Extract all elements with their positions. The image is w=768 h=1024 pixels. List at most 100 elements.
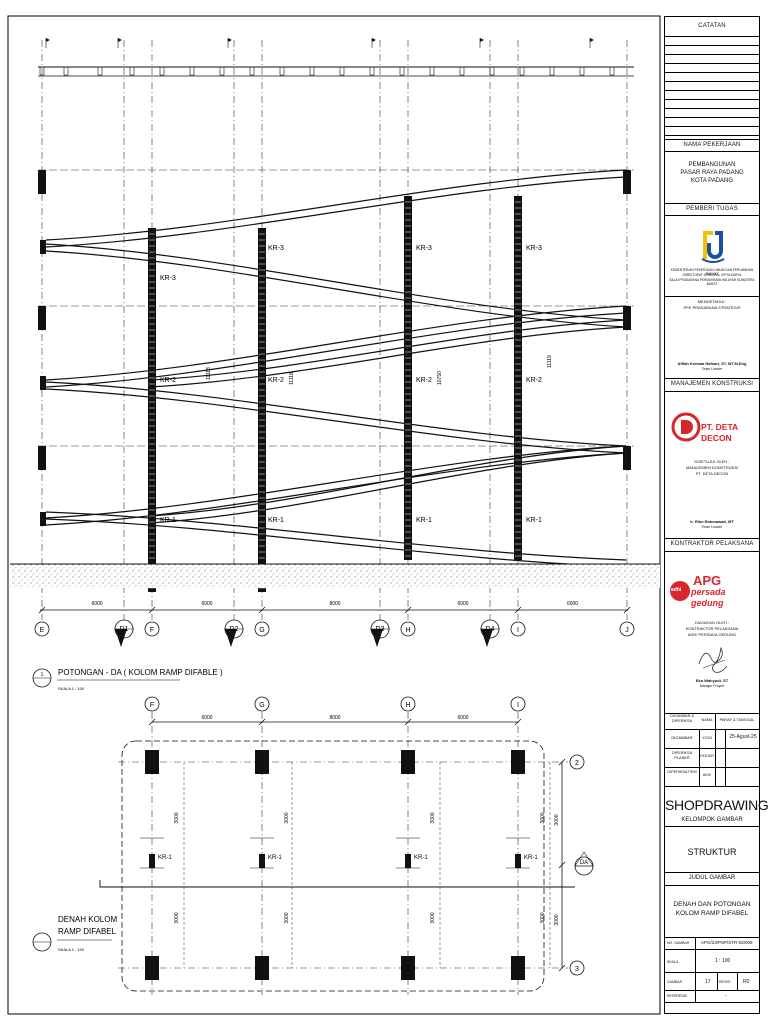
mk-title: Team Leader [701, 525, 723, 529]
section-marker-number: 1 [41, 672, 44, 678]
plan-grid-bubble-label: G [259, 702, 264, 709]
shopdrawing-title: SHOPDRAWING [665, 797, 768, 813]
roof-stub [97, 66, 103, 76]
tbl-r1-c3: 25-Agust-25 [729, 734, 757, 740]
tbl-r2-c2: FATHUR [700, 754, 714, 758]
diajukan-1: DIAJUKAN OLEH : [694, 620, 729, 625]
plan-grid-bubble-label: I [517, 702, 519, 709]
tbl-r1-c2: YOGI [701, 735, 712, 740]
plan-grid-bubble-label: H [405, 702, 410, 709]
project-line-1: PEMBANGUNAN [688, 162, 736, 168]
plan-row-bubble-label: 2 [575, 760, 579, 767]
plan-grid-bubble-label: F [150, 702, 154, 709]
plan-title-line2: RAMP DIFABEL [58, 927, 117, 936]
roof-stub [399, 66, 405, 76]
tbl-r2-c1: DIPERIKSA PLANER [671, 751, 693, 760]
plan-inner-dim-text: 3000 [174, 912, 180, 923]
project-line-3: KOTA PADANG [690, 178, 734, 184]
plan-column [255, 750, 269, 774]
roof-stubs [39, 66, 615, 76]
disetujui-1: DISETUJUI OLEH : [694, 459, 730, 464]
grid-bubble-arrow [481, 629, 493, 647]
grid-flag [480, 38, 484, 42]
section-column [404, 196, 412, 560]
grid-bubble-label: F [150, 627, 154, 634]
edge-column [623, 170, 631, 194]
plan-inner-dim-text: 3000 [430, 812, 436, 823]
ramp-edge-top [45, 381, 627, 447]
plan-inner-dim-text: 3000 [540, 812, 546, 823]
grid-bubble [34, 621, 50, 637]
ramp-label: KR-1 [416, 517, 432, 524]
dim-tick [38, 606, 46, 614]
ramp-edge-top [149, 319, 627, 381]
plan-kr-column [405, 854, 411, 868]
plan-inner-dim-text: 3000 [540, 912, 546, 923]
grid-bubble-label: H [405, 627, 410, 634]
dim-tick [148, 606, 156, 614]
ramp-label: KR-3 [268, 245, 284, 252]
edge-column [38, 306, 46, 330]
grid-flag [372, 38, 376, 42]
grid-bubble-label: D3 [376, 626, 385, 633]
sheet-border [7, 15, 661, 1015]
ramp-label: KR-1 [526, 517, 542, 524]
ramp-edge-bottom [45, 518, 627, 568]
plan-inner-dim-text: 3000 [284, 812, 290, 823]
apg-adhi-text: adhi [671, 587, 682, 593]
pu-logo [701, 231, 725, 263]
signature-kontraktor [698, 646, 728, 673]
deta-logo-mark [671, 412, 701, 442]
ramp-label: KR-2 [526, 377, 542, 384]
ramp-label: KR-2 [268, 377, 284, 384]
roof-stub [129, 66, 135, 76]
plan-vert-dim-text: 3000 [554, 814, 560, 825]
nama-pekerjaan-label: NAMA PEKERJAAN [683, 142, 741, 148]
kp-name: Eko Wahyudi, ST [695, 678, 729, 683]
plan-kr-label: KR-1 [414, 855, 428, 861]
ramp-edge-top [45, 305, 627, 381]
kementerian-line-1: KEMENTERIAN PEKERJAAN UMUM DAN PERUMAHAN… [670, 268, 754, 276]
diajukan-2: KONTRAKTOR PELAKSANA [685, 626, 739, 631]
kelompok-value: STRUKTUR [687, 847, 737, 857]
plan-dim-tick [148, 718, 156, 726]
plan-column [511, 956, 525, 980]
referensi-label: REFERENSI [667, 994, 688, 998]
ramp-label: KR-2 [416, 377, 432, 384]
revisi-label: REVISI [719, 980, 731, 984]
disetujui-2: MANAJEMEN KONSTRUKSI [685, 465, 739, 470]
kontraktor-label: KONTRAKTOR PELAKSANA [670, 541, 754, 547]
edge-stub [40, 240, 46, 254]
ramp-label: KR-3 [160, 275, 176, 282]
roof-stub [489, 66, 495, 76]
kp-title: Manajer Proyek [699, 684, 725, 688]
roof-stub [279, 66, 285, 76]
plan-kr-label: KR-1 [158, 855, 172, 861]
ramp-edge-top [45, 169, 627, 241]
roof-stub [63, 66, 69, 76]
plan-vert-dim-text: 3000 [554, 914, 560, 925]
pemberi-tugas-label: PEMBERI TUGAS [686, 206, 738, 212]
mk-name: Ir. Riko Rahmawati, MT [690, 519, 734, 524]
tbl-r1-c1: DIGAMBAR [671, 735, 693, 740]
grid-bubble-label: I [517, 627, 519, 634]
section-height-label: 11119 [547, 355, 553, 368]
grid-bubble-label: D4 [486, 626, 495, 633]
dim-tick [623, 606, 631, 614]
dim-tick [258, 606, 266, 614]
ramp-edge-bottom [45, 312, 627, 388]
diajukan-3: ADHI PERSADA GEDUNG [687, 632, 737, 637]
ramp-edge-bottom [149, 452, 627, 524]
ramp-label: KR-1 [160, 517, 176, 524]
roof-stub [189, 66, 195, 76]
ramp-edge-top [45, 511, 627, 561]
plan-scale: SKALA 1 : 100 [58, 947, 85, 952]
section-column [148, 228, 156, 592]
plan-grid-bubble [144, 696, 160, 712]
judul-line-1: DENAH DAN POTONGAN [673, 901, 751, 908]
ramp-edge-bottom [45, 452, 627, 526]
